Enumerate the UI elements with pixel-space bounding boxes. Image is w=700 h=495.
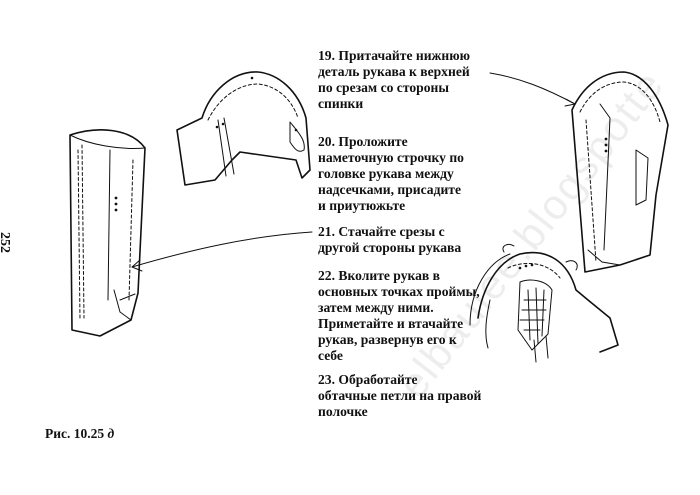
step-text-line: рукав, развернув его к	[318, 332, 457, 347]
step-number: 22.	[318, 268, 335, 283]
step-text-line: Вколите рукав в	[338, 268, 440, 283]
arrow-step-19	[489, 72, 576, 105]
step-text-line: Стачайте срезы с	[338, 224, 445, 239]
sleeve-setting-illustration	[469, 243, 619, 363]
step-text-line: обтачные петли на правой	[318, 388, 482, 403]
caption-letter: д	[107, 426, 115, 441]
page-number: 252	[0, 232, 12, 253]
step-text-line: себе	[318, 348, 343, 363]
step-22: 22. Вколите рукав в основных точках прой…	[318, 268, 480, 364]
step-text-line: основных точках проймы,	[318, 284, 480, 299]
step-23: 23. Обработайте обтачные петли на правой…	[318, 372, 481, 420]
step-text-line: Обработайте	[338, 372, 418, 387]
sleeve-sewn-illustration	[69, 129, 146, 337]
step-text-line: спинки	[318, 96, 364, 111]
caption-prefix: Рис. 10.25	[45, 426, 105, 441]
step-text-line: Приметайте и втачайте	[318, 316, 464, 331]
step-text-line: затем между ними.	[318, 300, 434, 315]
step-number: 21.	[318, 224, 335, 239]
figure-caption: Рис. 10.25 д	[45, 426, 114, 442]
step-21: 21. Стачайте срезы с другой стороны рука…	[318, 224, 461, 256]
step-text-line: Проложите	[338, 134, 408, 149]
step-text-line: деталь рукава к верхней	[318, 64, 470, 79]
step-text-line: по срезам со стороны	[318, 80, 449, 95]
step-20: 20. Проложите наметочную строчку по голо…	[318, 134, 464, 214]
step-number: 20.	[318, 134, 335, 149]
step-text-line: головке рукава между	[318, 166, 454, 181]
step-text-line: надсечками, присадите	[318, 182, 462, 197]
sleeve-head-illustration	[176, 71, 311, 186]
step-text-line: наметочную строчку по	[318, 150, 464, 165]
step-text-line: Притачайте нижнюю	[338, 48, 471, 63]
sleeve-lower-part-illustration	[571, 71, 669, 273]
step-19: 19. Притачайте нижнюю деталь рукава к ве…	[318, 48, 470, 112]
step-text-line: полочке	[318, 404, 368, 419]
arrow-step-21	[131, 231, 313, 268]
step-number: 23.	[318, 372, 335, 387]
step-number: 19.	[318, 48, 335, 63]
step-text-line: и приутюжьте	[318, 198, 406, 213]
step-text-line: другой стороны рукава	[318, 240, 462, 255]
